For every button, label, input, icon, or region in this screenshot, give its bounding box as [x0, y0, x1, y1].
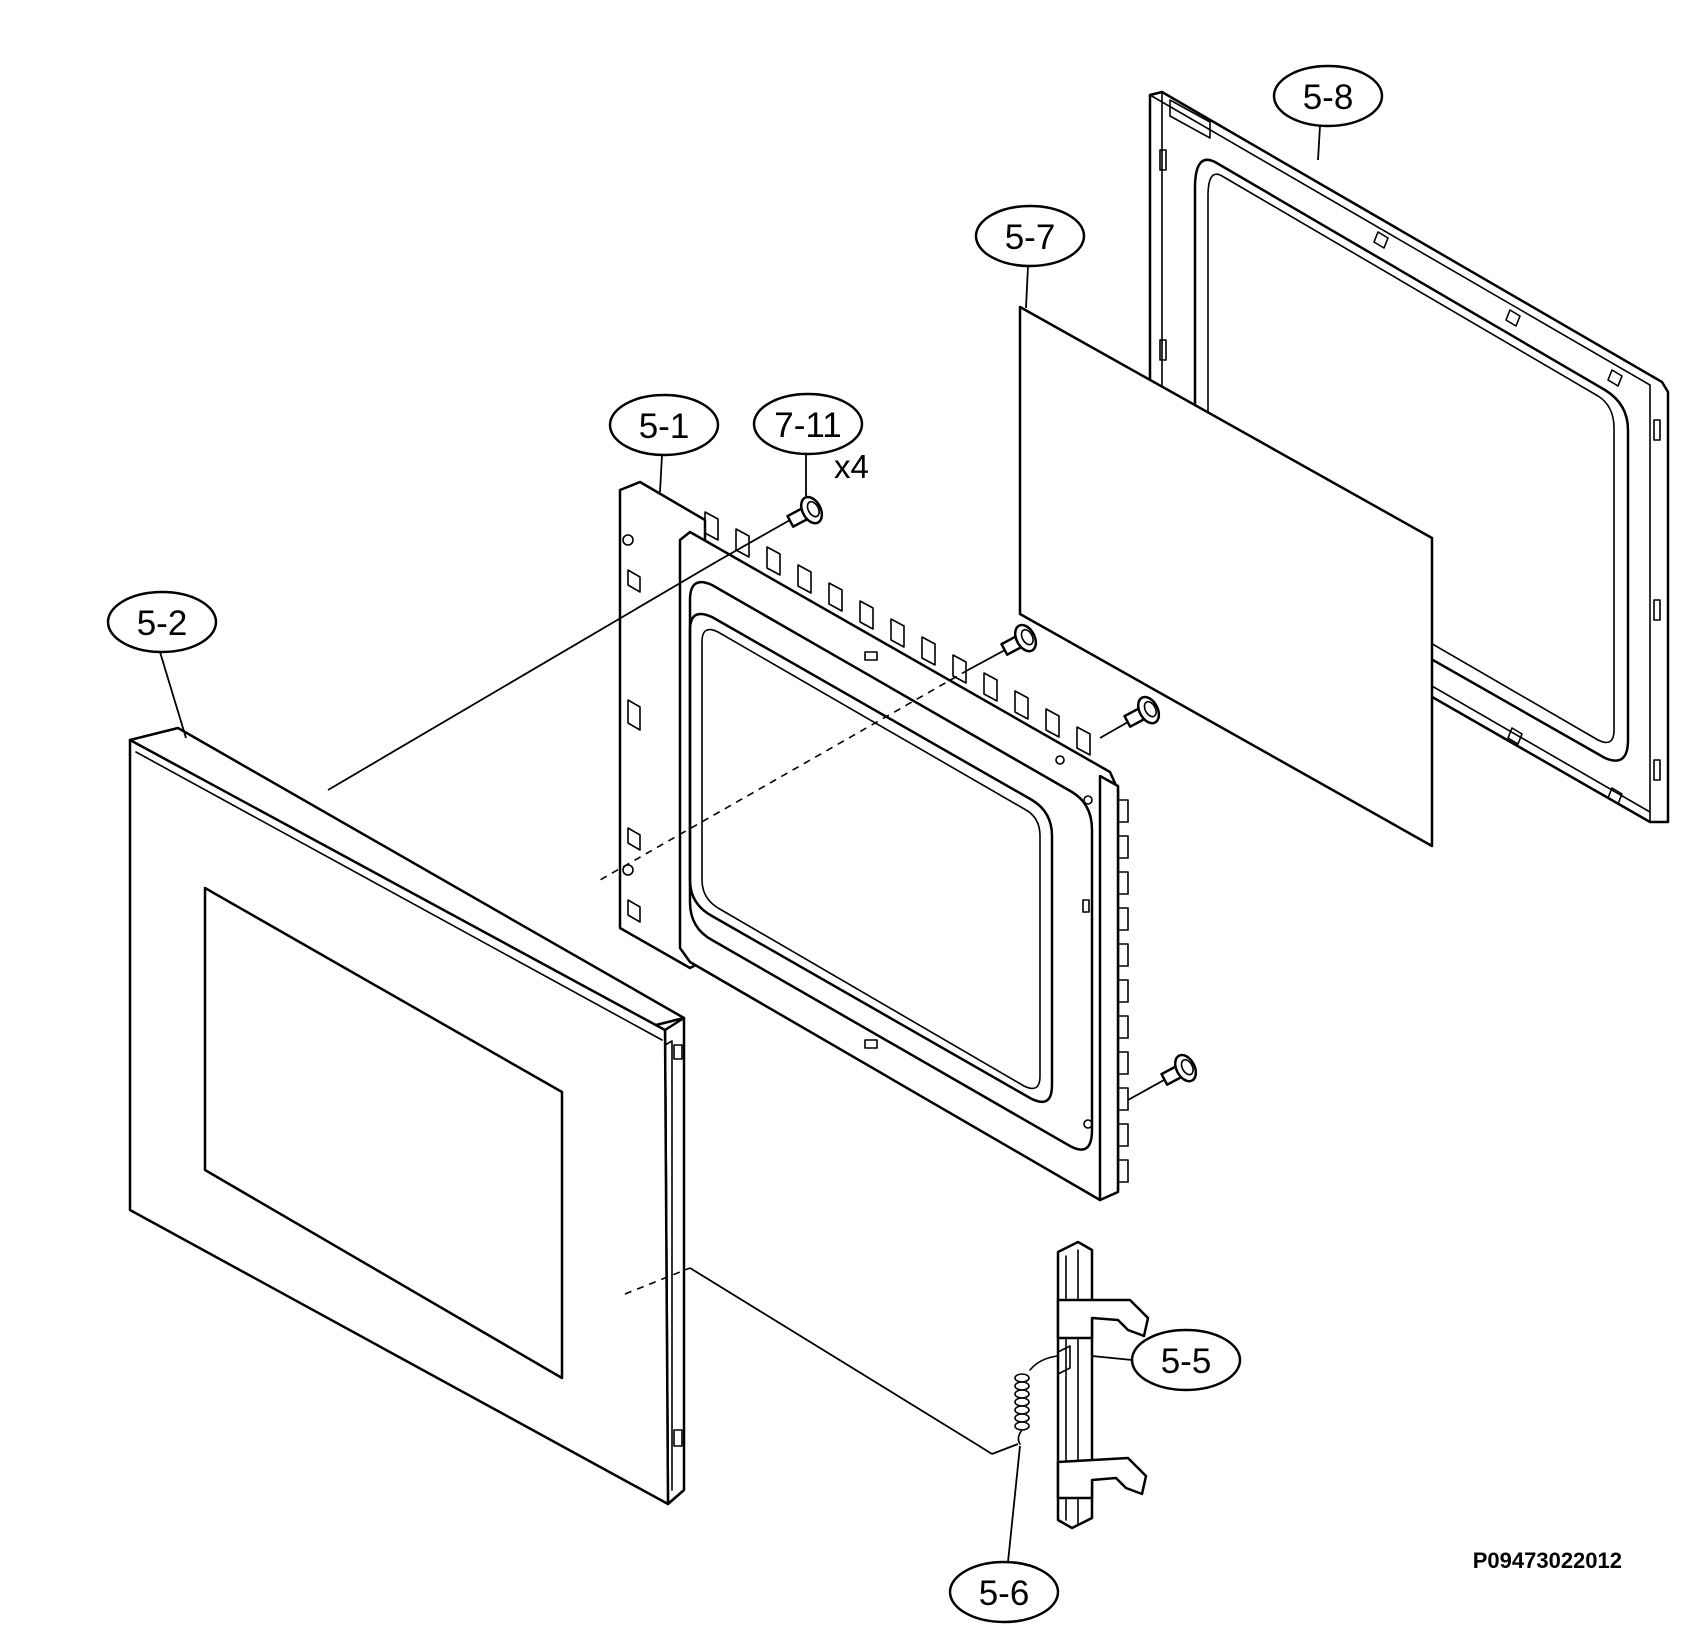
part-door-choke-frame — [1148, 90, 1670, 824]
screw-1 — [786, 495, 824, 528]
screw-3 — [1123, 695, 1161, 728]
callout-label-5-7: 5-7 — [1005, 218, 1056, 257]
drawing-code: P09473022012 — [1473, 1548, 1622, 1573]
screw-4 — [1160, 1053, 1198, 1086]
callout-label-5-1: 5-1 — [639, 407, 690, 446]
callout-5-7: 5-7 — [974, 204, 1086, 309]
part-door-front-frame — [128, 726, 686, 1506]
callout-label-5-2: 5-2 — [137, 604, 188, 643]
callout-label-5-5: 5-5 — [1161, 1342, 1212, 1381]
part-door-screen — [1018, 305, 1434, 848]
screw-2 — [1000, 623, 1038, 656]
part-screws — [715, 495, 1198, 1101]
callout-5-5: 5-5 — [1091, 1328, 1242, 1392]
part-door-panel — [618, 480, 1129, 1202]
callout-7-11: 7-11 x4 — [752, 392, 869, 496]
callout-5-6: 5-6 — [948, 1445, 1060, 1624]
callout-label-7-11: 7-11 — [774, 406, 841, 445]
callout-5-8: 5-8 — [1272, 64, 1384, 161]
screw-quantity: x4 — [834, 448, 869, 485]
callout-label-5-8: 5-8 — [1303, 78, 1354, 117]
part-latch-spring — [991, 1355, 1059, 1455]
assembly-lines — [327, 561, 993, 1455]
callout-5-2: 5-2 — [106, 590, 218, 739]
callout-label-5-6: 5-6 — [979, 1574, 1030, 1613]
callout-5-1: 5-1 — [608, 393, 720, 493]
part-latch-hook — [1056, 1240, 1150, 1530]
